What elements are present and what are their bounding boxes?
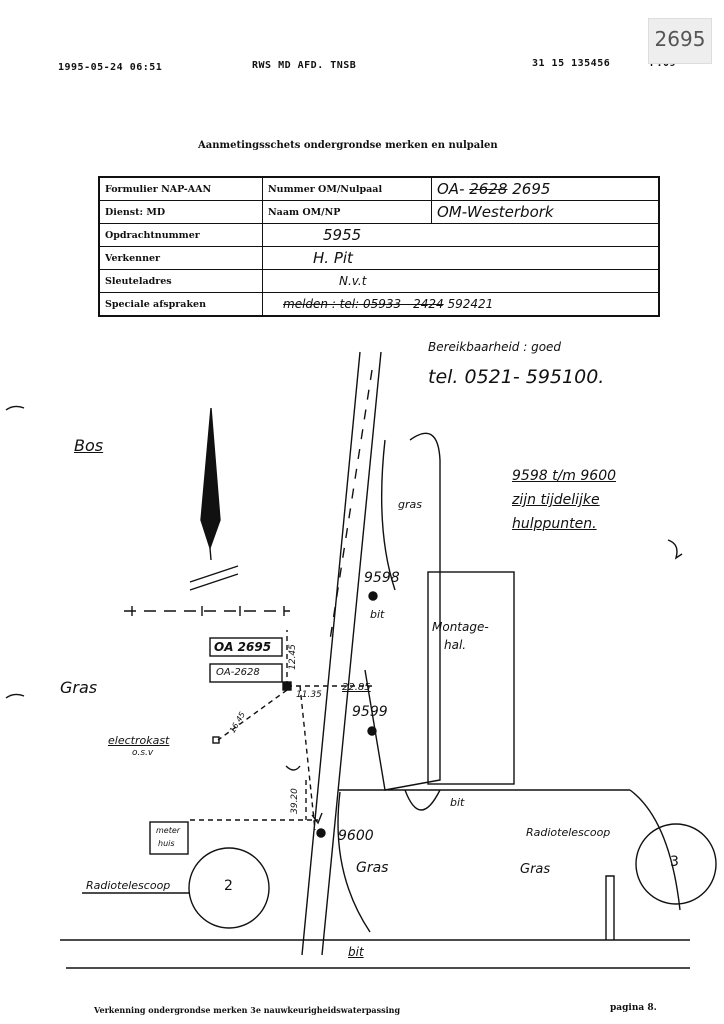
opdracht-value: 5955 [262,223,660,247]
fence-line [124,606,290,616]
label-gras-mid: Gras [356,860,389,876]
margin-mark-bottom [5,693,25,699]
label-bos: Bos [74,436,104,455]
label-gras-top: gras [398,498,422,511]
footer-title: Verkenning ondergrondse merken 3e nauwke… [94,1005,401,1015]
fax-phone: 31 15 135456 [532,58,611,69]
margin-mark-top [5,405,25,411]
label-bit-3: bit [348,945,364,959]
label-meterhuis-2: huis [158,839,175,848]
speciale-new: 592421 [447,297,494,311]
measurement-form: Formulier NAP-AAN Nummer OM/Nulpaal OA- … [98,176,660,317]
montage-hal [427,571,515,785]
label-osv: o.s.v [132,748,154,758]
sleutel-value: N.v.t [262,269,660,293]
stamp-number: 2695 [648,18,712,64]
label-bit-2: bit [450,796,465,809]
label-bit-1: bit [370,608,385,621]
speciale-value: melden : tel: 05933 - 2424 592421 [262,292,660,317]
nummer-prefix: OA- [437,180,465,198]
label-om-new: OA 2695 [214,640,272,654]
speciale-old: melden : tel: 05933 - 2424 [283,297,444,311]
road [301,351,382,956]
label-dist-1135: 11.35 [296,690,322,700]
label-gras-right: Gras [520,862,551,877]
nummer-value: OA- 2628 2695 [431,176,660,201]
note-hulppunten-3: hulppunten. [512,516,597,532]
label-9599: 9599 [352,704,388,720]
angle-mark [285,765,301,771]
fax-sender: RWS MD AFD. TNSB [252,60,357,71]
north-arrow [189,407,239,591]
nummer-new: 2695 [512,180,551,198]
telescope-3-stand [605,875,615,940]
label-telescope-2: 2 [224,878,233,894]
verkenner-label: Verkenner [98,246,263,270]
label-gras-left: Gras [60,678,98,697]
radiotelescope-3 [635,823,717,905]
page-title: Aanmetingsschets ondergrondse merken en … [198,140,498,151]
label-radio-left: Radiotelescoop [86,879,171,892]
label-telescope-3: 3 [670,854,679,870]
label-dist-3920: 39.20 [289,788,300,814]
note-bereikbaarheid: Bereikbaarheid : goed [428,340,562,354]
point-9598 [368,591,378,601]
road-curve-right [629,789,681,911]
bit-area [330,787,550,910]
label-montage-2: hal. [444,638,467,652]
electrokast-box [212,736,220,744]
note-hulppunten-2: zijn tijdelijke [512,492,600,508]
note-hulppunten-1: 9598 t/m 9600 [512,468,617,484]
label-montage-1: Montage- [432,620,489,634]
label-9600: 9600 [338,828,374,844]
label-electrokast: electrokast [108,734,170,747]
point-9600 [316,828,326,838]
fax-datetime: 1995-05-24 06:51 [58,62,163,73]
naam-label: Naam OM/NP [262,200,432,224]
note-telefoon: tel. 0521- 595100. [428,366,605,388]
point-9599 [367,726,377,736]
dienst-label: Dienst: MD [98,200,263,224]
label-radio-right: Radiotelescoop [526,826,611,839]
label-om-old: OA-2628 [216,667,260,678]
nummer-old: 2628 [469,180,508,198]
om-old-label-box [209,663,283,683]
check-mark [667,539,683,560]
road-curve-mid [404,789,441,811]
meterhuis-box [149,821,189,855]
sleutel-label: Sleuteladres [98,269,263,293]
footer-page: pagina 8. [610,1003,657,1013]
label-meterhuis-1: meter [156,826,181,835]
label-dist-2285: 22.85 [342,682,371,693]
om-label-box [209,637,283,657]
measurement-lines [190,630,372,831]
nummer-label: Nummer OM/Nulpaal [262,176,432,201]
radiotelescope-2 [188,847,270,929]
arrow-head [311,812,323,825]
road-curve-left [337,791,371,933]
label-9598: 9598 [364,570,400,586]
label-dist-1245: 12.45 [287,644,298,670]
speciale-label: Speciale afspraken [98,292,263,317]
